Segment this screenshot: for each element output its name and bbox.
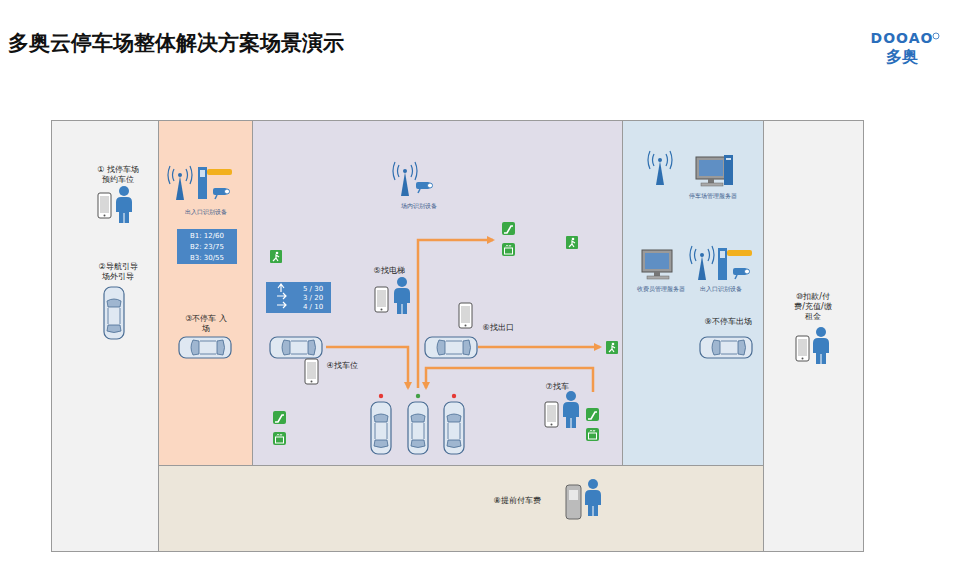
logo-mark: DOOAO [871,30,934,48]
server-tower [724,155,733,185]
outside-zone: ① 找停车场 预约车位 ②导航引导 场外引导 [51,120,159,552]
sign-count: 4 / 10 [303,303,323,312]
device-label: ⑨不停车出场 [704,317,751,327]
step-label: 出入口识别设备 [185,209,227,216]
logo-name: 多奥 [886,47,918,67]
phone-icon [545,402,558,427]
antenna-icon [690,246,714,280]
device-label: 收费员管理服务器 [637,286,685,293]
page-title: 多奥云停车场整体解决方案场景演示 [8,30,344,56]
exit-sign [270,250,282,263]
person-icon [116,186,132,223]
car-top-vertical [444,402,464,454]
entrance-zone: 出入口识别设备 ③不停车 入场 B1: 12/60B2: 23/75B3: 30/5… [158,120,253,466]
floor-count-board: B1: 12/60B2: 23/75B3: 30/55 [177,229,237,264]
elevator-icon [273,432,286,445]
exit-sign [606,341,618,354]
step-label: ⑧提前付车费 [493,496,540,506]
step-label: ⑦找车 [545,382,568,392]
camera-icon [213,188,230,199]
exit-sign [566,236,578,249]
antenna-icon [648,151,672,185]
escalator-icon [586,408,599,421]
logo-ring [933,33,939,39]
parking-floor: 场内识别设备 ⑤找电梯 ④找车位 ⑥找出口 ⑦找车 5 / 303 / 204 / 10 [252,120,623,466]
phone-icon [459,303,472,328]
escalator-icon [273,411,286,424]
barrier-gate [718,248,752,280]
guidance-sign: 5 / 303 / 204 / 10 [266,282,331,313]
elevator-icon [502,243,515,256]
person-icon [813,327,829,364]
phone-icon [98,193,111,218]
car-top-horizontal [425,337,477,358]
antenna-icon [168,166,192,200]
device-label: 停车场管理服务器 [689,193,737,200]
floor-count: B2: 23/75 [190,243,224,252]
barrier-gate [198,167,232,199]
space-status-lights [379,394,456,398]
payment-zone: ⑩扣款/付 费/充值/缴 租金 [763,120,864,552]
person-icon [394,277,410,314]
phone-icon [796,336,809,361]
car-top-horizontal [179,337,231,358]
escalator-icon [502,222,515,235]
sign-arrows [277,284,286,308]
person-icon [563,391,579,428]
step-label: ⑥找出口 [482,323,513,333]
elevator-icon [586,428,599,441]
payment-kiosk [566,485,581,519]
camera-icon [416,182,433,193]
step-label: 场内识别设备 [401,203,437,210]
car-top-horizontal [270,337,322,358]
step-label: ⑩扣款/付 费/充值/缴 租金 [791,292,835,322]
floor-count: B3: 30/55 [190,254,224,263]
phone-icon [375,287,388,312]
prepay-zone: ⑧提前付车费 [158,465,764,552]
car-top-horizontal [700,337,752,358]
step-label: ③不停车 入场 [184,314,228,334]
computer-icon [696,157,726,186]
sign-count: 5 / 30 [303,285,323,294]
device-label: 出入口识别设备 [700,286,742,293]
car-top-vertical [104,287,124,339]
person-icon [585,479,601,516]
antenna-icon [393,162,417,196]
floor-count: B1: 12/60 [190,232,224,241]
phone-icon [305,359,318,384]
step-label: ① 找停车场 预约车位 [92,165,144,185]
car-top-vertical [408,402,428,454]
sign-count: 3 / 20 [303,294,323,303]
step-label: ④找车位 [326,361,357,371]
computer-icon [642,250,672,279]
step-label: ②导航引导 场外引导 [95,262,141,282]
step-label: ⑤找电梯 [373,266,404,276]
management-zone: 停车场管理服务器收费员管理服务器 出入口识别设备 ⑨不停车出场 [622,120,764,466]
car-top-vertical [371,402,391,454]
camera-icon [733,268,750,279]
guidance-arrows [326,240,600,392]
